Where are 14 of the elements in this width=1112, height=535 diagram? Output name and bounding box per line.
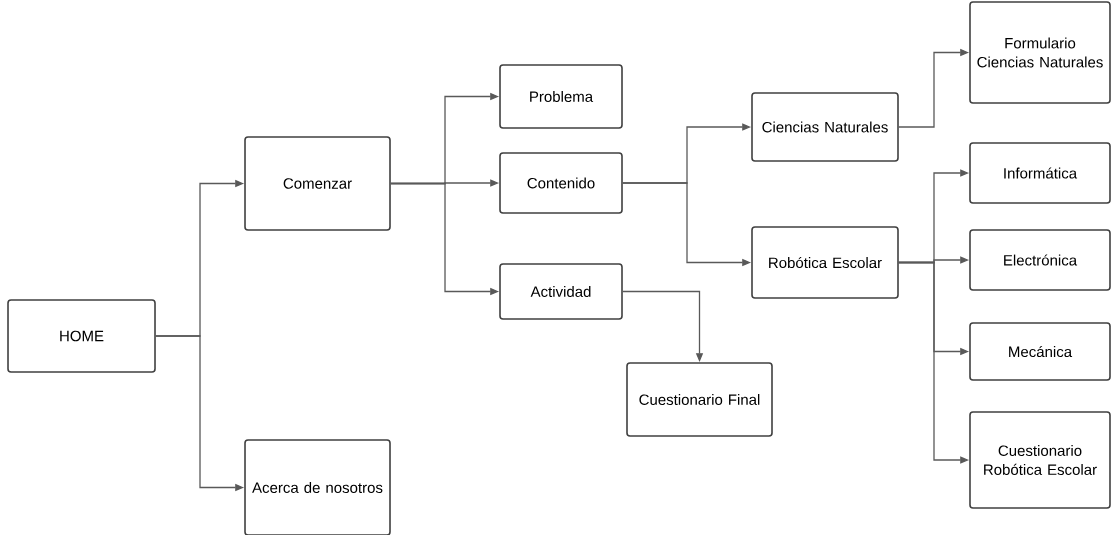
page-box: Ciencias Naturales	[751, 92, 899, 162]
page-box: Cuestionario Final	[626, 362, 773, 437]
page-box: Contenido	[499, 152, 623, 214]
page-box: Problema	[499, 64, 623, 129]
page-box: Acerca de nosotros	[244, 439, 391, 535]
page-box: Informática	[969, 142, 1111, 204]
page-box: Mecánica	[969, 322, 1111, 381]
page-box: Comenzar	[244, 136, 391, 231]
page-box: HOME	[7, 299, 156, 373]
page-box: Formulario Ciencias Naturales	[969, 1, 1111, 104]
page-box: Robótica Escolar	[751, 226, 899, 299]
page-box: Electrónica	[969, 229, 1111, 291]
page-box: Actividad	[499, 263, 623, 320]
page-box: Cuestionario Robótica Escolar	[969, 411, 1111, 509]
